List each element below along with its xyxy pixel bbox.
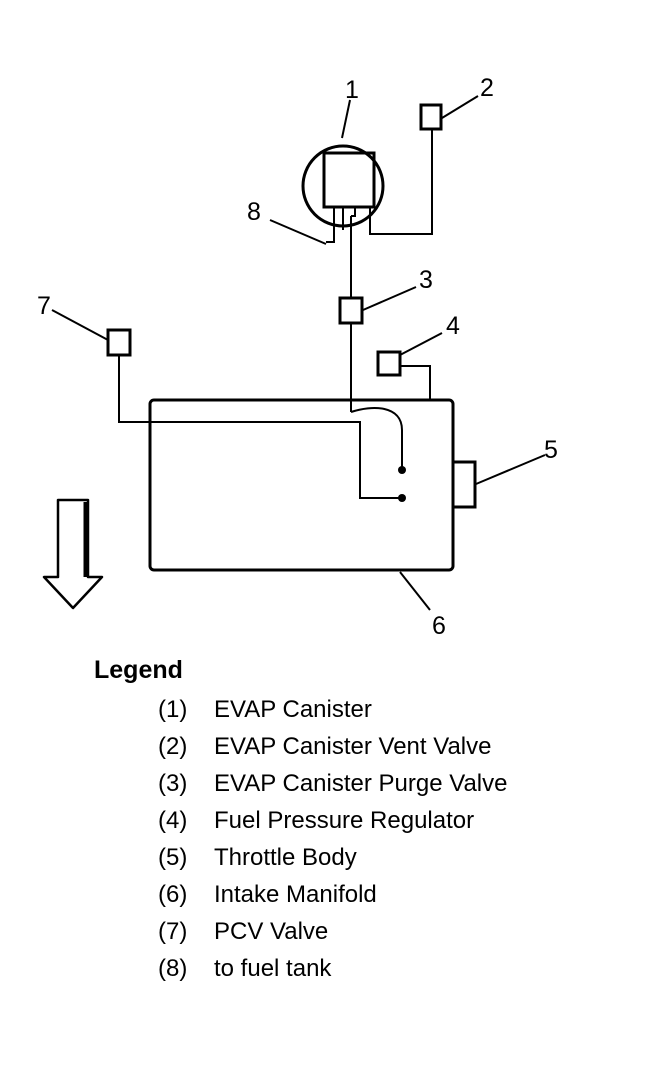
- legend-item-number: (4): [158, 807, 188, 834]
- purge-valve: [338, 296, 364, 325]
- legend-item: (8) to fuel tank: [92, 950, 652, 987]
- legend-item-label: Fuel Pressure Regulator: [214, 807, 475, 834]
- callout-3: 3: [419, 266, 433, 294]
- legend-item-label: Throttle Body: [214, 844, 357, 871]
- fuel-pressure-regulator: [376, 350, 402, 377]
- legend-item: (4) Fuel Pressure Regulator: [92, 802, 652, 839]
- legend-item-number: (7): [158, 918, 188, 945]
- throttle-body: [451, 460, 477, 509]
- legend-item: (3) EVAP Canister Purge Valve: [92, 765, 652, 802]
- legend-item-label: to fuel tank: [214, 955, 332, 982]
- legend-item: (2) EVAP Canister Vent Valve: [92, 728, 652, 765]
- evap-canister: [322, 151, 376, 209]
- callout-6: 6: [432, 612, 446, 640]
- callout-5: 5: [544, 436, 558, 464]
- legend-item: (7) PCV Valve: [92, 913, 652, 950]
- pcv-valve: [106, 328, 132, 357]
- down-arrow-icon: [42, 498, 104, 610]
- legend-item: (1) EVAP Canister: [92, 691, 652, 728]
- vent-valve: [419, 103, 443, 131]
- legend-item-label: EVAP Canister: [214, 696, 372, 723]
- legend-item-number: (8): [158, 955, 188, 982]
- legend-item: (5) Throttle Body: [92, 839, 652, 876]
- intake-manifold: [148, 398, 455, 572]
- legend-item-number: (5): [158, 844, 188, 871]
- legend-item-label: PCV Valve: [214, 918, 329, 945]
- callout-4: 4: [446, 312, 460, 340]
- legend: Legend (1) EVAP Canister (2) EVAP Canist…: [92, 655, 652, 987]
- callout-2: 2: [480, 74, 494, 102]
- legend-item-label: EVAP Canister Purge Valve: [214, 770, 508, 797]
- legend-item-number: (2): [158, 733, 188, 760]
- legend-item-label: Intake Manifold: [214, 881, 377, 908]
- evap-system-diagram: 1 2 3 4 5 6 7 8: [37, 74, 558, 640]
- legend-item-label: EVAP Canister Vent Valve: [214, 733, 492, 760]
- callout-7: 7: [37, 292, 51, 320]
- callout-8: 8: [247, 198, 261, 226]
- legend-item: (6) Intake Manifold: [92, 876, 652, 913]
- legend-title: Legend: [94, 656, 183, 684]
- legend-item-number: (6): [158, 881, 188, 908]
- legend-item-number: (3): [158, 770, 188, 797]
- legend-item-number: (1): [158, 696, 188, 723]
- callout-1: 1: [345, 76, 359, 104]
